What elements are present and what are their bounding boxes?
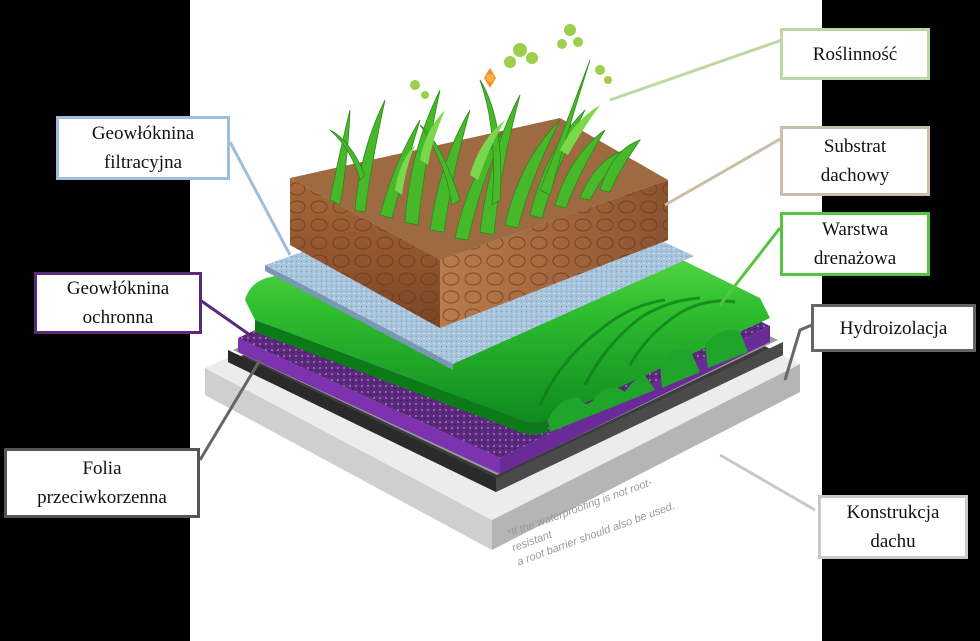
leader-line-construction	[719, 453, 816, 512]
label-filter-geotextile: Geowłóknina filtracyjna	[56, 116, 230, 180]
label-drainage: Warstwa drenażowa	[780, 212, 930, 276]
leader-line-substrate	[664, 136, 783, 207]
leader-line-filter-geotextile	[228, 141, 292, 256]
leader-line-drainage	[718, 227, 782, 306]
leader-line-root-barrier	[198, 359, 262, 461]
vegetation-layer	[329, 24, 642, 241]
leader-line-protective-geotextile	[199, 298, 251, 337]
label-waterproofing: Hydroizolacja	[811, 304, 976, 352]
leader-line-waterproofing	[783, 323, 813, 381]
label-substrate: Substrat dachowy	[780, 126, 930, 196]
leader-line-vegetation	[609, 38, 783, 102]
label-protective-geotextile: Geowłóknina ochronna	[34, 272, 202, 334]
label-root-barrier: Folia przeciwkorzenna	[4, 448, 200, 518]
label-vegetation: Roślinność	[780, 28, 930, 80]
label-construction: Konstrukcja dachu	[818, 495, 968, 559]
